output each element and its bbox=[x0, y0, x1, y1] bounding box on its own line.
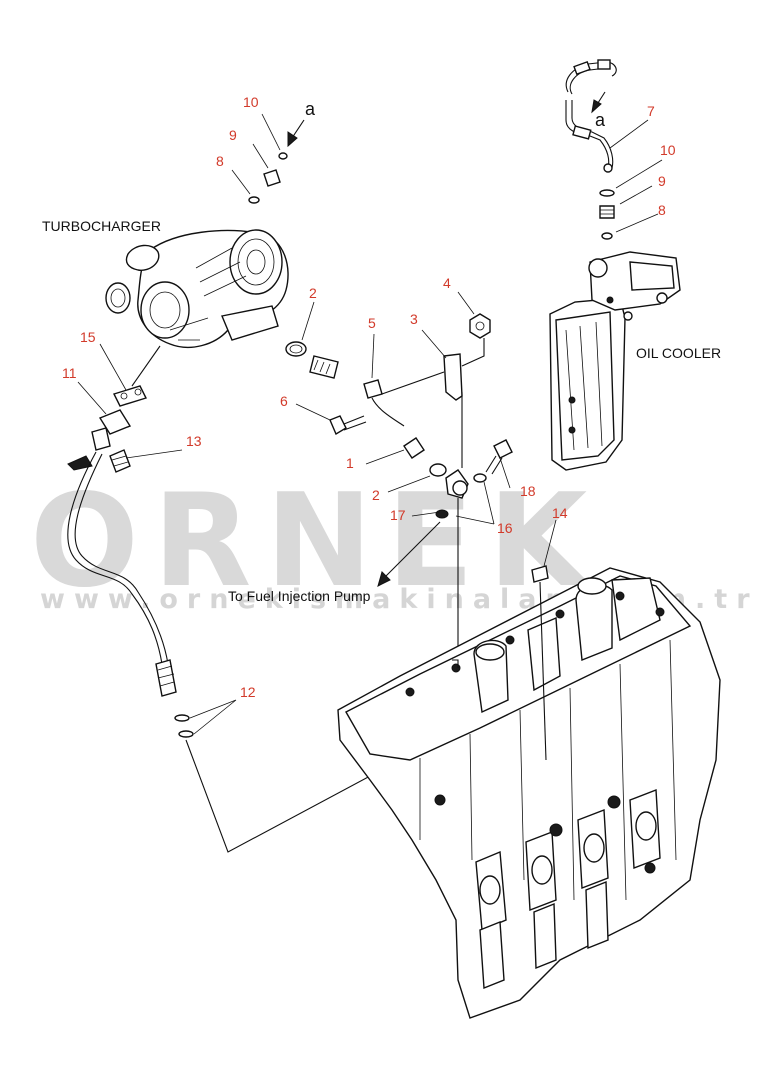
callout-17: 17 bbox=[390, 507, 406, 523]
washer-17 bbox=[435, 509, 449, 519]
callout-14: 14 bbox=[552, 505, 568, 521]
washer-10-right bbox=[599, 189, 615, 197]
fuel-pump-label: To Fuel Injection Pump bbox=[228, 588, 371, 604]
oil-cooler bbox=[549, 251, 681, 471]
callout-18: 18 bbox=[520, 483, 536, 499]
callout-8-right: 8 bbox=[658, 202, 666, 218]
oring-12b bbox=[178, 730, 194, 738]
oring-8-left bbox=[248, 196, 260, 204]
leader-lines bbox=[77, 113, 663, 735]
oring-8-right bbox=[601, 232, 613, 240]
callout-12: 12 bbox=[240, 684, 256, 700]
callout-10-left: 10 bbox=[243, 94, 259, 110]
callout-16: 16 bbox=[497, 520, 513, 536]
fitting-13 bbox=[109, 449, 131, 473]
oil-tube-7 bbox=[565, 59, 617, 173]
part-1 bbox=[403, 437, 425, 459]
callout-11: 11 bbox=[62, 365, 77, 381]
callout-2-top: 2 bbox=[309, 285, 317, 301]
callout-15: 15 bbox=[80, 329, 96, 345]
callout-9-left: 9 bbox=[229, 127, 237, 143]
sleeve-5 bbox=[309, 355, 339, 379]
washer-2b bbox=[429, 463, 447, 477]
fitting-9-right bbox=[599, 205, 615, 219]
ref-a-right: a bbox=[595, 110, 606, 130]
bolt-6 bbox=[329, 415, 347, 436]
ref-a-left: a bbox=[305, 99, 316, 119]
callout-3: 3 bbox=[410, 311, 418, 327]
oring-12a bbox=[174, 714, 190, 722]
callout-1: 1 bbox=[346, 455, 354, 471]
callout-5: 5 bbox=[368, 315, 376, 331]
callouts: 10 9 8 7 10 9 8 2 4 5 3 15 11 6 13 1 2 1… bbox=[62, 94, 676, 700]
fitting-9-left bbox=[263, 169, 281, 187]
plug-14 bbox=[531, 565, 549, 583]
oil-cooler-label: OIL COOLER bbox=[636, 345, 721, 361]
engine-block bbox=[337, 567, 721, 1019]
callout-10-right: 10 bbox=[660, 142, 676, 158]
nut-4 bbox=[469, 313, 491, 339]
washer-10-left bbox=[278, 152, 288, 160]
turbocharger bbox=[105, 229, 289, 348]
bolt-18 bbox=[493, 439, 513, 459]
turbocharger-label: TURBOCHARGER bbox=[42, 218, 161, 234]
callout-4: 4 bbox=[443, 275, 451, 291]
bracket-3 bbox=[443, 353, 463, 401]
callout-6: 6 bbox=[280, 393, 288, 409]
callout-2-bottom: 2 bbox=[372, 487, 380, 503]
washer-16a bbox=[473, 473, 487, 483]
callout-8-left: 8 bbox=[216, 153, 224, 169]
callout-13: 13 bbox=[186, 433, 202, 449]
clamp-2a bbox=[285, 341, 307, 357]
callout-9-right: 9 bbox=[658, 173, 666, 189]
callout-7: 7 bbox=[647, 103, 655, 119]
watermark-brand: ORNEK bbox=[30, 467, 601, 616]
gasket-15 bbox=[113, 385, 147, 407]
